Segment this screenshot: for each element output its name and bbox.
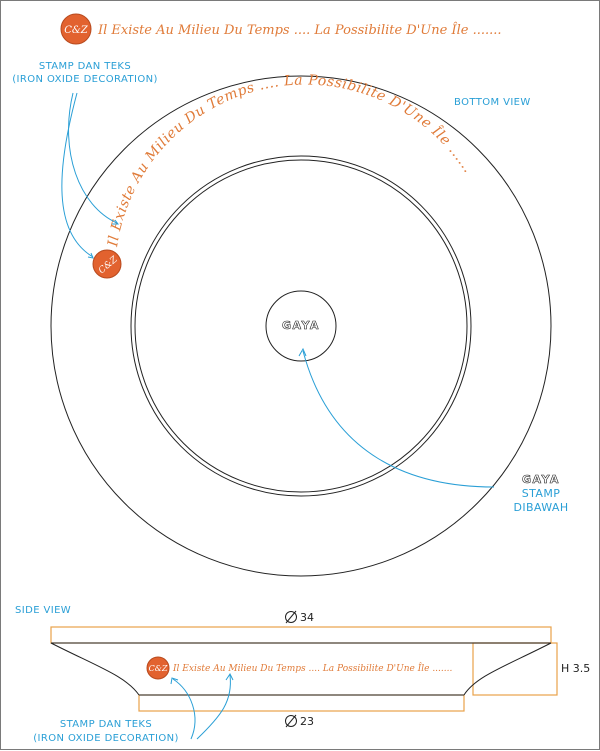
diameter-slash <box>285 610 297 624</box>
callout-left-arrow-1 <box>112 219 119 225</box>
plate-outer-rim <box>50 75 552 577</box>
plate-inner-wall-outer <box>130 155 472 497</box>
height-box <box>472 642 558 696</box>
side-stamp-badge <box>146 656 170 680</box>
callout-left-leader-1 <box>68 92 118 224</box>
height-value: H 3.5 <box>561 662 590 675</box>
side-view-title: SIDE VIEW <box>15 605 71 616</box>
foot-ring <box>265 290 337 362</box>
callout-right-line2: DIBAWAH <box>513 501 568 514</box>
plate-inner-wall-inner <box>134 159 468 493</box>
diameter-symbol-icon <box>285 611 297 623</box>
top-diameter-box <box>50 626 552 644</box>
callout-right-arrow <box>298 347 307 357</box>
profile-right-wall <box>463 642 552 696</box>
side-callout-leader-1 <box>172 678 196 740</box>
bottom-view-title: BOTTOM VIEW <box>454 97 531 108</box>
center-gaya-logo: GAYA <box>282 319 320 332</box>
callout-left-leader-2 <box>61 92 94 258</box>
callout-right-leader <box>302 350 495 488</box>
callout-right-line1: STAMP <box>522 487 561 500</box>
side-callout-line2: (IRON OXIDE DECORATION) <box>33 733 179 744</box>
top-stamp-text: C&Z <box>64 25 89 36</box>
callout-right-gaya-logo: GAYA <box>522 473 560 486</box>
side-callout-leader-2 <box>196 674 231 740</box>
side-view: SIDE VIEW 34 23 H 3.5 C&Z Il Existe Au M… <box>15 605 590 744</box>
side-callout-arrow-1 <box>170 677 179 685</box>
plate-stamp-badge <box>92 249 122 279</box>
top-stamp-badge <box>60 13 92 45</box>
diameter-symbol-icon <box>285 715 297 727</box>
top-diameter-value: 34 <box>300 611 314 624</box>
top-legend: C&Z Il Existe Au Milieu Du Temps .... La… <box>60 13 502 45</box>
callout-left-line2: (IRON OXIDE DECORATION) <box>12 74 158 85</box>
diameter-slash <box>285 714 297 728</box>
callout-left-line1: STAMP DAN TEKS <box>39 61 131 72</box>
bottom-diameter-box <box>138 694 465 712</box>
top-diameter-label: 34 <box>285 610 314 624</box>
side-stamp-text: C&Z <box>149 664 168 673</box>
bottom-view: BOTTOM VIEW GAYA Il Existe Au Milieu Du … <box>12 61 568 577</box>
side-callout-arrow-2 <box>225 673 234 681</box>
profile-left-wall <box>50 642 140 696</box>
bottom-diameter-value: 23 <box>300 715 314 728</box>
top-decoration-text: Il Existe Au Milieu Du Temps .... La Pos… <box>97 22 502 38</box>
callout-left-arrow-2 <box>87 252 94 259</box>
side-decoration-text: Il Existe Au Milieu Du Temps .... La Pos… <box>172 662 452 674</box>
side-callout-line1: STAMP DAN TEKS <box>60 719 152 730</box>
bottom-diameter-label: 23 <box>285 714 314 728</box>
